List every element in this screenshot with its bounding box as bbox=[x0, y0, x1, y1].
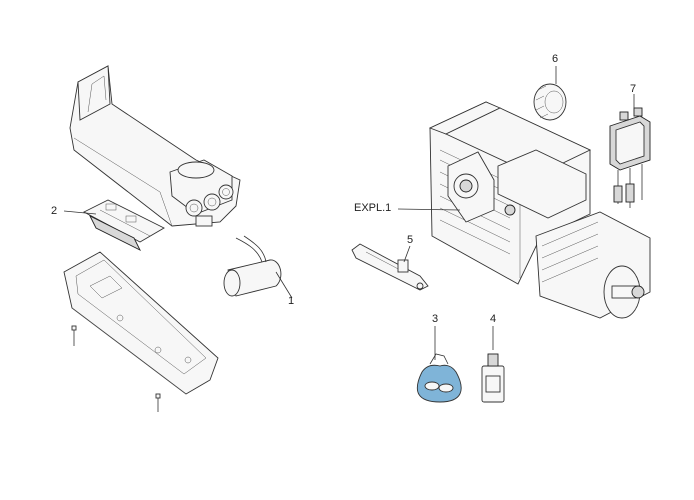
part-3-hardware-bag bbox=[417, 326, 462, 403]
callout-label-2: 2 bbox=[51, 205, 58, 217]
callout-label-expl: EXPL.1 bbox=[354, 202, 392, 214]
callout-label-7: 7 bbox=[630, 83, 637, 95]
callout-label-3: 3 bbox=[432, 313, 439, 325]
part-5-release-lever bbox=[351, 243, 429, 291]
control-box-base bbox=[63, 251, 219, 395]
callout-label-5: 5 bbox=[407, 234, 414, 246]
callout-label-6: 6 bbox=[552, 53, 559, 65]
leader-line-expl bbox=[397, 208, 461, 211]
part-6-pinion-gear bbox=[533, 66, 567, 121]
part-2-circuit-board bbox=[63, 199, 165, 252]
part-7-limit-switch bbox=[609, 94, 651, 208]
part-4-oil-bottle bbox=[481, 326, 505, 403]
part-1-capacitor bbox=[223, 235, 293, 299]
control-box-cover bbox=[69, 65, 241, 227]
bag-shape bbox=[417, 364, 462, 403]
leader-line-1 bbox=[275, 271, 293, 299]
callout-label-1: 1 bbox=[288, 295, 295, 307]
leader-line-2 bbox=[63, 210, 97, 215]
gear-motor bbox=[428, 101, 651, 319]
callout-label-4: 4 bbox=[490, 313, 497, 325]
screw-left bbox=[71, 325, 77, 346]
leader-line-5 bbox=[403, 245, 411, 263]
screw-right bbox=[155, 393, 161, 412]
